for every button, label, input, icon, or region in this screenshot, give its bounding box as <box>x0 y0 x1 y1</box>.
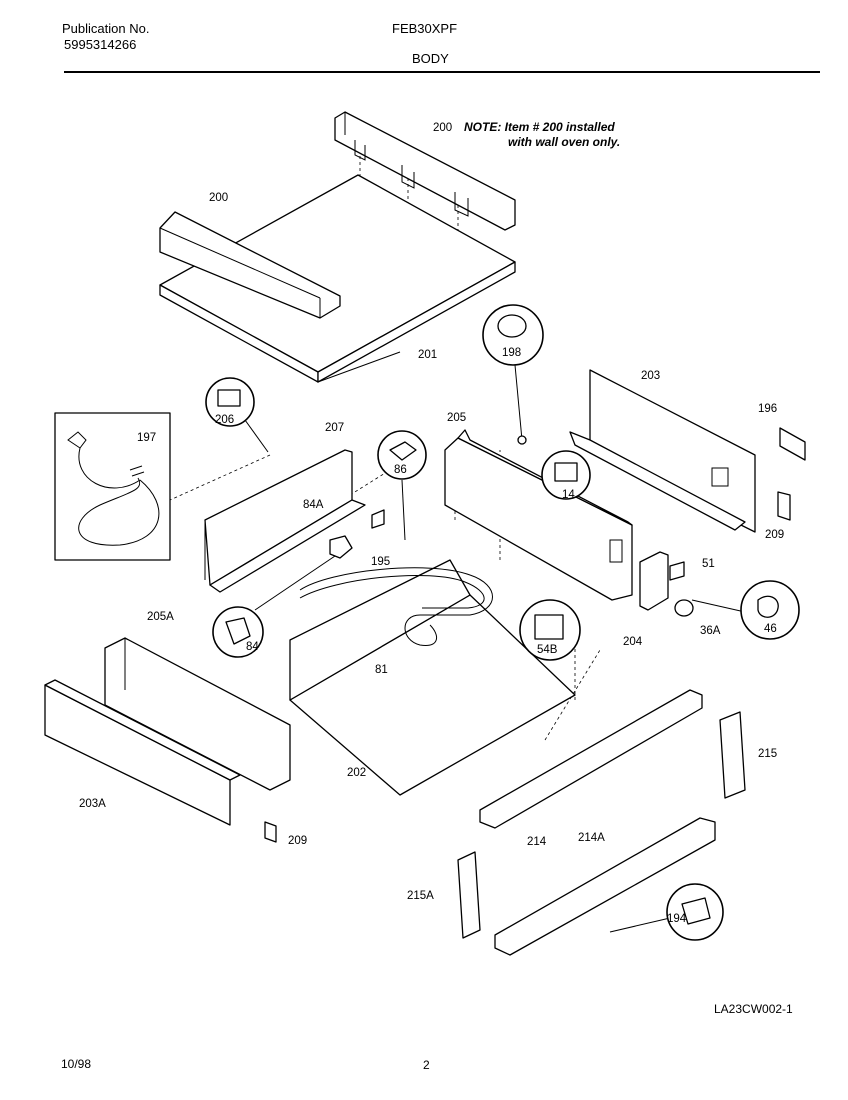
part-203-back-panel <box>569 369 756 533</box>
callout-86 <box>377 430 427 541</box>
part-207-bracket <box>204 449 366 593</box>
callout-194 <box>609 883 724 941</box>
label-203A: 203A <box>79 798 106 810</box>
label-200-left: 200 <box>209 192 228 204</box>
part-51-clip <box>669 561 685 581</box>
part-214A-rail <box>494 817 716 956</box>
part-196-bracket <box>779 427 806 461</box>
label-84A: 84A <box>303 499 324 511</box>
part-204-bracket <box>639 551 669 611</box>
label-54B: 54B <box>537 644 558 656</box>
part-201-top-panel <box>159 174 516 383</box>
part-200-top-bracket <box>334 111 516 231</box>
publication-number: 5995314266 <box>64 37 137 52</box>
label-214A: 214A <box>578 832 605 844</box>
section-title: BODY <box>412 51 449 66</box>
part-81-heating-element <box>299 567 493 646</box>
label-207: 207 <box>325 422 344 434</box>
label-197: 197 <box>137 432 156 444</box>
label-215A: 215A <box>407 890 434 902</box>
part-209-clip-right <box>777 491 791 521</box>
footer-date: 10/98 <box>61 1057 92 1071</box>
label-36A: 36A <box>700 625 721 637</box>
label-205A: 205A <box>147 611 174 623</box>
part-200-left-bracket <box>159 211 341 319</box>
note-line-1: NOTE: Item # 200 installed <box>464 120 615 134</box>
label-14: 14 <box>562 489 575 501</box>
part-36A-knob <box>674 599 694 617</box>
part-195-pad <box>371 509 385 529</box>
part-197-power-cord <box>54 412 171 561</box>
label-200-top: 200 <box>433 122 452 134</box>
page-number: 2 <box>423 1058 430 1072</box>
part-202-oven-bottom <box>289 559 576 796</box>
label-202: 202 <box>347 767 366 779</box>
label-195: 195 <box>371 556 390 568</box>
callout-198 <box>482 304 544 445</box>
label-194: 194 <box>667 913 687 925</box>
label-84: 84 <box>246 641 259 653</box>
part-203A-front-panel <box>44 679 241 826</box>
part-215A-bracket <box>457 851 481 939</box>
publication-label: Publication No. <box>62 21 150 36</box>
header-divider <box>64 71 820 73</box>
label-51: 51 <box>702 558 715 570</box>
label-205: 205 <box>447 412 466 424</box>
note-line-2: with wall oven only. <box>508 135 621 149</box>
label-209-right: 209 <box>765 529 784 541</box>
label-204: 204 <box>623 636 643 648</box>
part-84A-switch <box>329 535 353 559</box>
label-86: 86 <box>394 464 407 476</box>
label-201: 201 <box>418 349 437 361</box>
label-196: 196 <box>758 403 777 415</box>
part-214-rail <box>479 689 703 829</box>
callout-54B <box>519 599 581 661</box>
label-198: 198 <box>502 347 521 359</box>
callout-46 <box>691 580 800 640</box>
label-203: 203 <box>641 370 660 382</box>
label-81: 81 <box>375 664 388 676</box>
part-215-bracket <box>719 711 746 799</box>
label-209-bottom: 209 <box>288 835 307 847</box>
label-215: 215 <box>758 748 777 760</box>
callout-84 <box>212 555 336 658</box>
drawing-id: LA23CW002-1 <box>714 1002 793 1016</box>
model-number: FEB30XPF <box>392 21 458 36</box>
part-209-clip-bottom <box>264 821 277 843</box>
label-206: 206 <box>215 414 234 426</box>
callout-206 <box>205 377 269 453</box>
label-46: 46 <box>764 623 777 635</box>
label-214: 214 <box>527 836 547 848</box>
callout-14 <box>541 450 591 500</box>
